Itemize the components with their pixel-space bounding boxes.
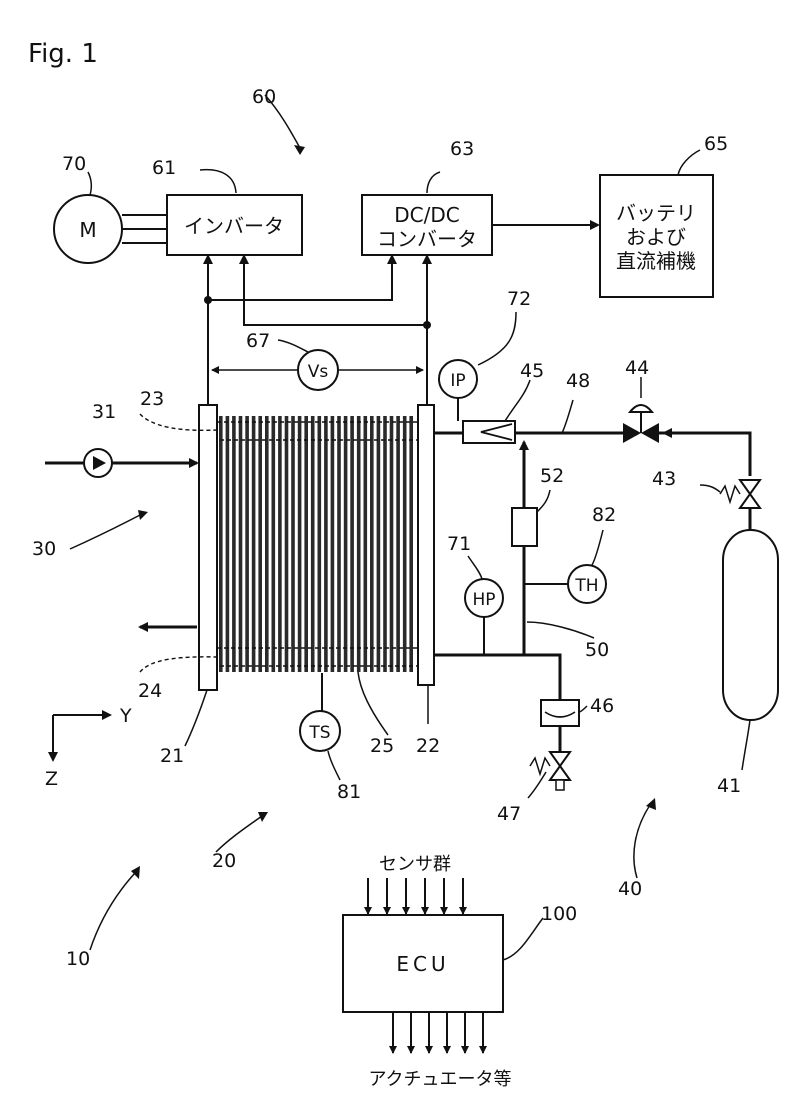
ref-10: 10 [66,948,90,970]
temperature-sensor-label: TH [574,576,598,596]
inverter-label: インバータ [184,214,284,238]
cell-plate [258,416,262,672]
cell-plate [350,416,354,672]
ecu-block: センサ群 ECU アクチュエータ等 [343,854,512,1090]
ref-20: 20 [212,850,236,872]
valve-43 [740,480,760,508]
ref-22: 22 [416,735,440,757]
ref-43: 43 [652,468,676,490]
ref-71: 71 [447,533,471,555]
cell-plate [285,416,289,672]
cell-plate [265,416,269,672]
injection-pressure-sensor-label: IP [450,371,465,391]
battery-label-line1: バッテリ [616,201,696,225]
ref-72: 72 [507,288,531,310]
ecu-label: ECU [396,952,449,976]
ref-24: 24 [138,680,162,702]
ref-31: 31 [92,401,116,423]
ref-46: 46 [590,695,614,717]
fuel-cell-stack: TS [140,405,434,751]
cell-plate [272,416,276,672]
battery-label-line3: 直流補機 [616,249,696,273]
cell-plate [318,416,322,672]
ref-65: 65 [704,133,728,155]
ref-50: 50 [585,639,609,661]
ref-60: 60 [252,86,276,108]
cell-plate [403,416,407,672]
cell-plate [337,416,341,672]
ref-81: 81 [337,781,361,803]
injector-45 [463,421,515,443]
figure-title: Fig. 1 [28,39,98,69]
cell-plate [324,416,328,672]
cell-plate [396,416,400,672]
cell-plate [390,416,394,672]
cell-plate [409,416,413,672]
air-system [45,449,197,627]
power-system: M インバータ DC/DC コンバータ バッテリ および 直流補機 Vs [54,175,713,405]
ecu-outputs-label: アクチュエータ等 [368,1069,511,1090]
cell-plate [311,416,315,672]
cell-plate [239,416,243,672]
dcdc-label-line2: コンバータ [377,227,477,251]
cell-plate [344,416,348,672]
ref-82: 82 [592,504,616,526]
ref-25: 25 [370,735,394,757]
cell-plate [364,416,368,672]
cell-plate [291,416,295,672]
end-plate-21 [199,405,217,690]
battery-label-line2: および [626,225,686,249]
cell-plate [278,416,282,672]
dcdc-label-line1: DC/DC [394,203,459,227]
stack-cells [219,416,413,672]
cell-plate [219,416,223,672]
ref-63: 63 [450,138,474,160]
ref-44: 44 [625,357,649,379]
ref-40: 40 [618,878,642,900]
end-plate-22 [418,405,434,685]
cell-plate [298,416,302,672]
cell-plate [252,416,256,672]
cell-plate [331,416,335,672]
cell-plate [245,416,249,672]
ref-70: 70 [62,153,86,175]
axis-z-label: Z [45,768,58,790]
ref-52: 52 [540,465,564,487]
ref-23: 23 [140,388,164,410]
cell-plate [383,416,387,672]
ref-61: 61 [152,157,176,179]
ecu-inputs-label: センサ群 [379,854,451,875]
ref-47: 47 [497,803,521,825]
pump-52 [512,508,537,546]
cell-plate [357,416,361,672]
hydrogen-tank-41 [723,530,778,720]
cell-plate [304,416,308,672]
cell-plate [226,416,230,672]
voltage-sensor-label: Vs [308,362,329,382]
cell-plate [370,416,374,672]
cell-plate [377,416,381,672]
cell-plate [232,416,236,672]
ref-21: 21 [160,745,184,767]
motor-label: M [79,218,96,242]
ref-30: 30 [32,538,56,560]
high-pressure-sensor-label: HP [472,590,495,610]
hydrogen-system: IP HP TH [434,360,778,790]
ref-45: 45 [520,360,544,382]
axis-y-label: Y [119,705,132,727]
stack-temperature-sensor-label: TS [308,723,330,743]
drain-valve-47 [550,752,570,780]
ref-41: 41 [717,775,741,797]
ref-48: 48 [566,370,590,392]
ref-100: 100 [541,903,577,925]
coordinate-axes: Y Z [45,705,132,790]
ref-67: 67 [246,330,270,352]
